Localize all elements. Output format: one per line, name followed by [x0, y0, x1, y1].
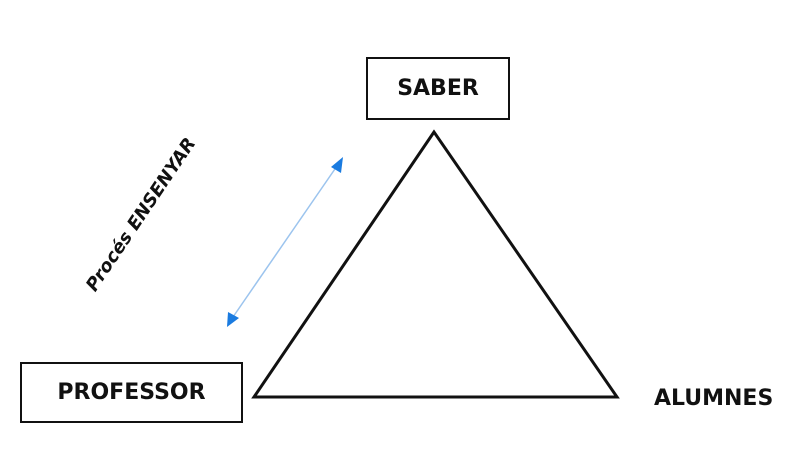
node-professor-label: PROFESSOR [57, 380, 206, 405]
node-saber-label: SABER [397, 76, 479, 101]
arrowhead-up-icon [331, 157, 343, 173]
arrowhead-down-icon [227, 312, 239, 327]
node-professor: PROFESSOR [20, 362, 243, 423]
teaching-process-arrow-line [232, 165, 338, 318]
didactic-triangle [251, 129, 620, 399]
node-saber: SABER [366, 57, 510, 120]
node-alumnes-label: ALUMNES [654, 386, 774, 411]
